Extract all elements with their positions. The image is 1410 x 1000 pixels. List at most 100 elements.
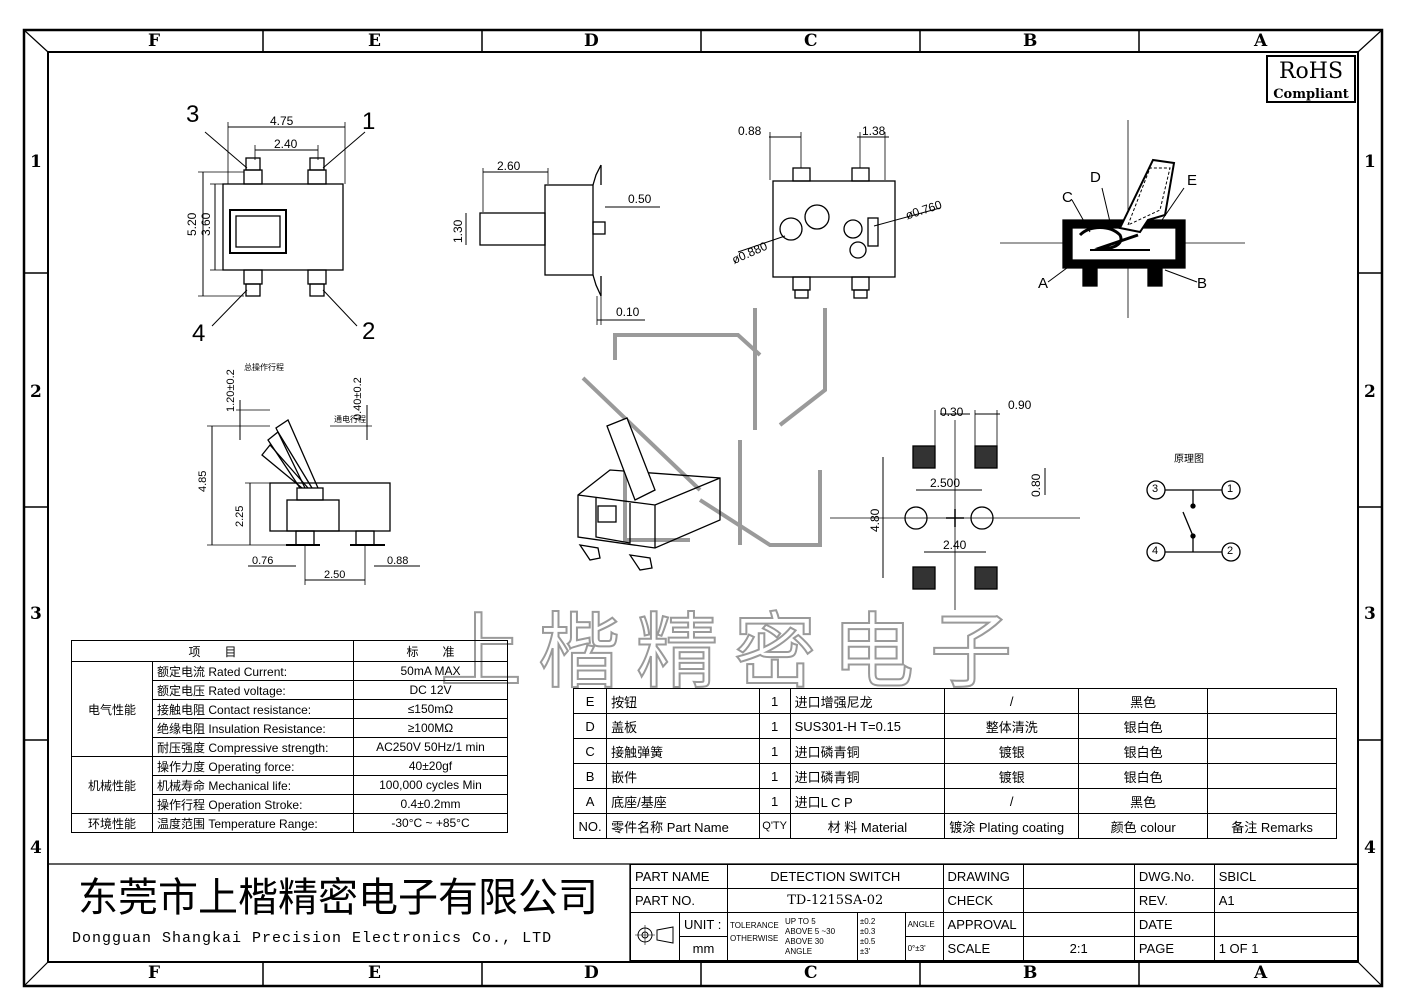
drawing-value — [1022, 864, 1135, 889]
parts-header-no: NO. — [572, 813, 608, 839]
spec-item: 绝缘电阻 Insulation Resistance: — [152, 718, 354, 738]
part-remarks — [1207, 713, 1337, 739]
part-colour: 银白色 — [1078, 738, 1209, 764]
spec-value: 50mA MAX — [353, 661, 508, 681]
part-colour: 银白色 — [1078, 713, 1209, 739]
spec-header-standard: 标 准 — [353, 640, 508, 662]
projection-symbol — [630, 912, 680, 961]
spec-item: 额定电压 Rated voltage: — [152, 680, 354, 700]
part-qty: 1 — [758, 738, 791, 764]
parts-header-material: 材 料 Material — [789, 813, 946, 839]
part-remarks — [1207, 763, 1337, 789]
part-remarks — [1207, 738, 1337, 764]
dim-label: 0.80 — [1029, 473, 1043, 497]
zone-row-label: 1 — [30, 152, 42, 172]
dim-label: 0.10 — [616, 305, 640, 319]
section-label: A — [1038, 275, 1049, 292]
spec-value: ≤150mΩ — [353, 699, 508, 719]
dim-label: 1.30 — [451, 219, 465, 243]
spec-value: 100,000 cycles Min — [353, 775, 508, 795]
part-plating: 镀银 — [944, 763, 1080, 789]
zone-row-label: 4 — [30, 838, 42, 858]
tol-range: UP TO 5 — [784, 916, 816, 926]
part-no-value: TD-1215SA-02 — [726, 888, 944, 913]
bottom-view — [737, 132, 941, 299]
dwg-no-value: SBICL — [1213, 864, 1359, 889]
dim-label: 2.50 — [324, 569, 346, 581]
title-block: PART NAME DETECTION SWITCH DRAWING DWG.N… — [630, 864, 1359, 961]
tol-range: ANGLE — [784, 946, 813, 956]
dim-label: 2.60 — [497, 159, 521, 173]
scale-label: SCALE — [942, 936, 1024, 961]
parts-header-name: 零件名称 Part Name — [606, 813, 760, 839]
part-name: 接触弹簧 — [606, 738, 760, 764]
dim-label: 5.20 — [185, 212, 199, 236]
zone-row-label: 2 — [1364, 382, 1376, 402]
part-name: 嵌件 — [606, 763, 760, 789]
schematic-title: 原理图 — [1174, 454, 1204, 465]
section-label: E — [1187, 172, 1198, 189]
dim-label: 4.75 — [270, 114, 294, 128]
dim-label: 0.90 — [1008, 398, 1032, 412]
part-no: E — [572, 688, 608, 714]
spec-item: 温度范围 Temperature Range: — [152, 813, 354, 833]
part-remarks — [1207, 788, 1337, 814]
spec-item: 机械寿命 Mechanical life: — [152, 775, 354, 795]
part-no-label: PART NO. — [630, 888, 728, 913]
approval-value — [1022, 912, 1135, 937]
part-colour: 黑色 — [1078, 788, 1209, 814]
spec-value: DC 12V — [353, 680, 508, 700]
angle-value: 0°±3' — [904, 936, 944, 961]
drawing-label: DRAWING — [942, 864, 1024, 889]
rev-label: REV. — [1133, 888, 1215, 913]
section-label: C — [1062, 189, 1073, 206]
dim-label: 2.40 — [274, 137, 298, 151]
part-plating: / — [944, 688, 1080, 714]
rohs-subtitle: Compliant — [1273, 87, 1349, 102]
zone-row-label: 3 — [1364, 604, 1376, 624]
part-material: 进口增强尼龙 — [789, 688, 946, 714]
parts-header-qty: Q'TY — [758, 813, 791, 839]
part-qty: 1 — [758, 763, 791, 789]
part-qty: 1 — [758, 788, 791, 814]
unit-label: UNIT : — [679, 912, 728, 937]
spec-value: -30°C ~ +85°C — [353, 813, 508, 833]
approval-label: APPROVAL — [942, 912, 1024, 937]
tolerance-cell: TOLERANCE OTHERWISE UP TO 5 ABOVE 5 ~30 … — [726, 912, 858, 961]
dim-label: 0.76 — [252, 555, 274, 567]
rev-value: A1 — [1213, 888, 1359, 913]
parts-header-colour: 颜色 colour — [1078, 813, 1209, 839]
tol-value: ±0.5 — [859, 936, 876, 946]
part-material: 进口磷青铜 — [789, 738, 946, 764]
spec-header-item: 项 目 — [71, 640, 354, 662]
zone-col-label: C — [804, 963, 818, 983]
spec-item: 操作行程 Operation Stroke: — [152, 794, 354, 814]
part-material: 进口L C P — [789, 788, 946, 814]
zone-col-label: E — [368, 963, 381, 983]
dim-label: 4.85 — [197, 470, 209, 492]
unit-value: mm — [679, 936, 728, 961]
part-no: B — [572, 763, 608, 789]
dim-label: 3.60 — [199, 212, 213, 236]
front-view — [207, 400, 420, 585]
date-label: DATE — [1133, 912, 1215, 937]
top-view — [198, 122, 366, 327]
dim-label: 2.25 — [234, 505, 246, 527]
page-label: PAGE — [1133, 936, 1215, 961]
part-no: C — [572, 738, 608, 764]
part-no: A — [572, 788, 608, 814]
zone-col-label: B — [1023, 31, 1038, 51]
pin-number: 2 — [362, 318, 376, 345]
tol-range: ABOVE 5 ~30 — [784, 926, 836, 936]
dim-label: 2.500 — [930, 476, 961, 490]
zone-col-label: B — [1023, 963, 1038, 983]
zone-row-label: 4 — [1364, 838, 1376, 858]
spec-value: 0.4±0.2mm — [353, 794, 508, 814]
zone-row-label: 2 — [30, 382, 42, 402]
iso-view — [577, 417, 721, 571]
rohs-stamp: RoHS Compliant — [1266, 55, 1356, 103]
otherwise-label: OTHERWISE — [729, 933, 779, 943]
part-qty: 1 — [758, 688, 791, 714]
